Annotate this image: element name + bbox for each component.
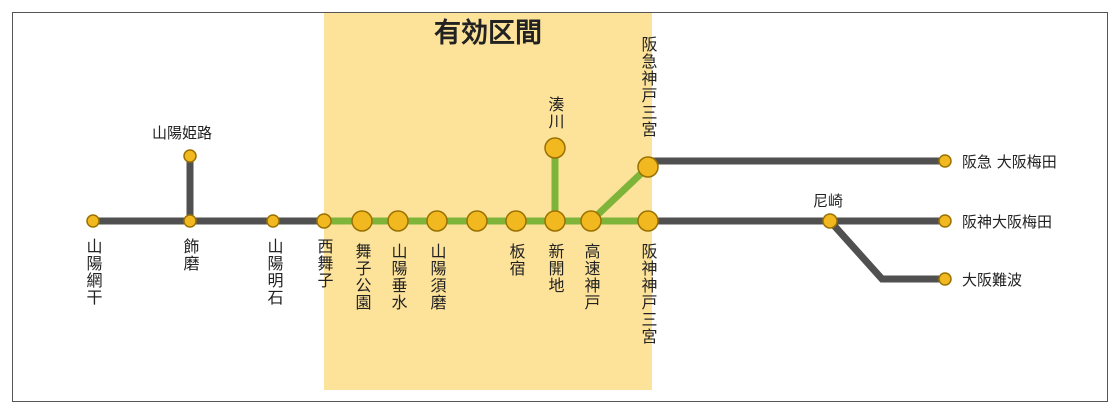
station-itayado	[505, 210, 527, 232]
station-sanyo-tarumi	[387, 210, 409, 232]
label-hankyu-kobe-sannomiya: 阪急神戸三宮	[639, 36, 658, 138]
valid-section-title: 有効区間	[434, 17, 542, 49]
valid-track-hankyu	[587, 163, 652, 225]
label-sanyo-aboshi: 山陽網干	[84, 238, 103, 306]
label-hanshin-osaka-umeda: 阪神大阪梅田	[962, 213, 1052, 231]
label-nishi-maiko: 西舞子	[315, 238, 334, 289]
label-hanshin-kobe-sannomiya: 阪神神戸三宮	[639, 243, 658, 345]
label-sanyo-akashi: 山陽明石	[265, 238, 284, 306]
station-sanyo-akashi	[266, 214, 280, 228]
station-hankyu-osaka-umeda	[938, 154, 952, 168]
stations	[86, 137, 952, 286]
station-minatogawa	[544, 137, 566, 159]
label-hankyu-osaka-umeda: 阪急 大阪梅田	[962, 153, 1057, 171]
route-map: 有効区間 山陽姫路 尼崎 阪急 大阪梅田 阪神	[84, 13, 1057, 390]
station-maiko-koen	[351, 210, 373, 232]
label-amagasaki: 尼崎	[813, 192, 843, 210]
station-hanshin-kobe-sannomiya	[637, 210, 659, 232]
label-kosoku-kobe: 高速神戸	[582, 243, 601, 311]
label-sanyo-himeji: 山陽姫路	[152, 124, 212, 142]
label-shikama: 飾磨	[181, 238, 200, 272]
station-amagasaki	[822, 213, 838, 229]
station-sanyo-aboshi	[86, 214, 100, 228]
station-shikama	[183, 214, 197, 228]
valid-section-band	[324, 13, 652, 390]
label-minatogawa: 湊川	[546, 96, 565, 130]
track-lines	[89, 152, 949, 283]
label-sanyo-suma: 山陽須磨	[428, 243, 447, 311]
station-unnamed	[466, 210, 488, 232]
label-itayado: 板宿	[507, 243, 526, 277]
station-nishi-maiko	[316, 213, 332, 229]
label-maiko-koen: 舞子公園	[353, 243, 372, 311]
station-sanyo-himeji	[183, 149, 197, 163]
station-hankyu-kobe-sannomiya	[637, 156, 659, 178]
station-osaka-namba	[938, 272, 952, 286]
label-shinkaichi: 新開地	[546, 243, 565, 294]
station-kosoku-kobe	[580, 210, 602, 232]
label-osaka-namba: 大阪難波	[962, 271, 1022, 289]
label-sanyo-tarumi: 山陽垂水	[389, 243, 408, 311]
station-hanshin-osaka-umeda	[938, 214, 952, 228]
track-amagasaki-namba	[826, 217, 949, 283]
station-shinkaichi	[544, 210, 566, 232]
station-sanyo-suma	[426, 210, 448, 232]
